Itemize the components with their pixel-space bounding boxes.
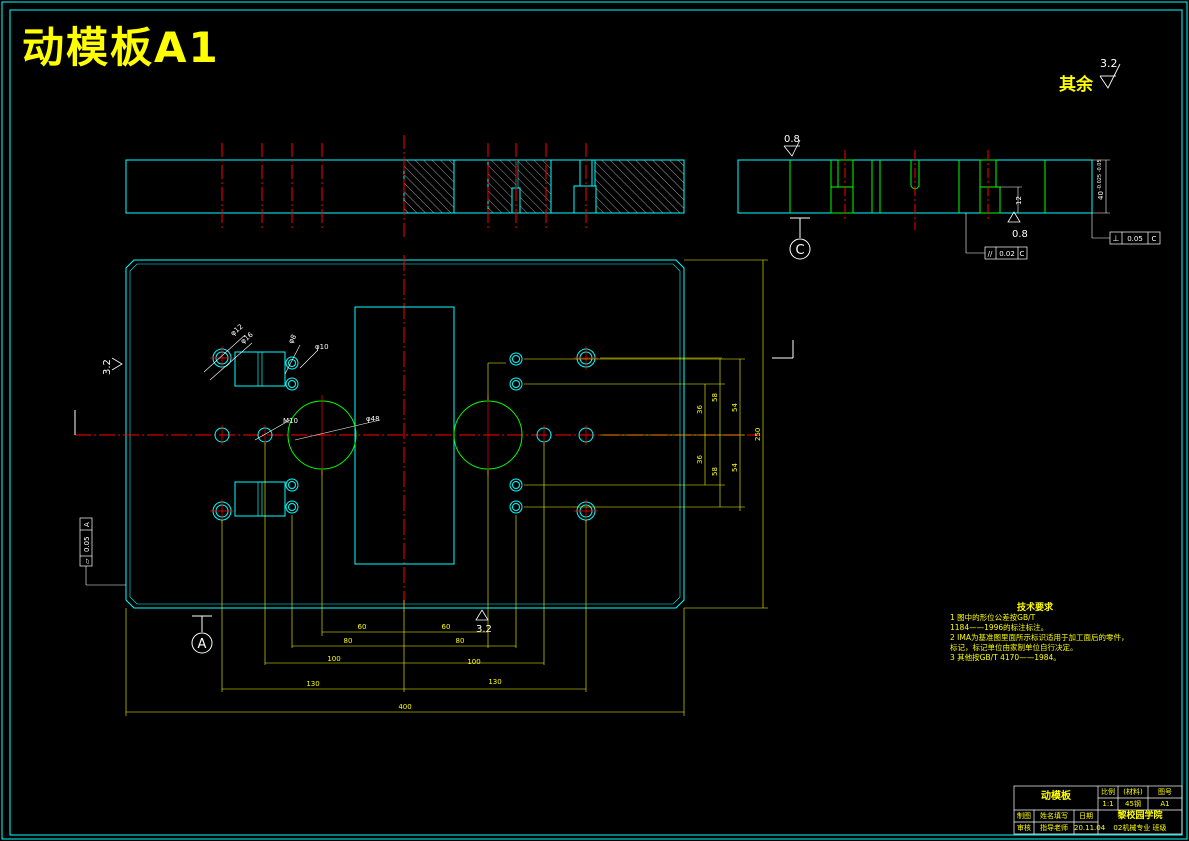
dim-36b: 36: [696, 455, 704, 464]
scale-value: 1:1: [1102, 800, 1114, 808]
dim-d10: φ10: [315, 343, 329, 351]
perp-datum: C: [1152, 235, 1157, 243]
dim-58b: 58: [711, 467, 719, 476]
part-name: 动模板: [1041, 791, 1071, 802]
flat-symbol: ⏥: [83, 558, 91, 564]
date-label: 日期: [1079, 812, 1093, 820]
dim-100r: 100: [467, 658, 480, 666]
tech-line-1: 1 图中的形位公差按GB/T: [950, 613, 1036, 622]
parallel-value: 0.02: [999, 250, 1015, 258]
tech-line-2: 1184——1996的标注标注。: [950, 623, 1049, 632]
roughness-note-value: 3.2: [1100, 57, 1118, 70]
side-slot-depth: 12: [1015, 196, 1023, 205]
roughness-slot: 0.8: [1012, 229, 1028, 240]
parallel-datum: C: [1020, 250, 1025, 258]
dim-d8: φ8: [287, 333, 298, 345]
datum-a: A: [198, 637, 207, 652]
tech-line-4: 标记，标记单位由家制单位自行决定。: [950, 643, 1078, 652]
dim-400: 400: [398, 703, 411, 711]
dim-d48: φ48: [366, 415, 380, 423]
dim-m10: M10: [283, 417, 298, 425]
dim-60r: 60: [442, 623, 451, 631]
dim-60l: 60: [358, 623, 367, 631]
dim-100l: 100: [327, 655, 340, 663]
dim-d12: φ12: [229, 323, 245, 338]
section-view: [125, 135, 685, 240]
dim-80r: 80: [456, 637, 465, 645]
roughness-bottom: 3.2: [476, 624, 492, 635]
drawn-by: 姓名填写: [1040, 812, 1068, 820]
roughness-note: 其余: [1059, 70, 1093, 95]
dim-36a: 36: [696, 405, 704, 414]
dim-130l: 130: [306, 680, 319, 688]
datum-c: C: [795, 243, 804, 258]
material-value: 45钢: [1125, 800, 1141, 808]
side-view: 0.8 C 40 -0.025 -0.05 12 0.8 // 0.02 C: [737, 134, 1161, 260]
side-tolerance: -0.025 -0.05: [1097, 159, 1103, 190]
dim-130r: 130: [488, 678, 501, 686]
scale-label: 比例: [1101, 788, 1115, 796]
title-block: [1013, 785, 1183, 835]
tech-line-3: 2 IMA为基准图里面所示标识适用于加工面后的零件，: [950, 633, 1129, 642]
side-thickness: 40: [1097, 191, 1105, 200]
inner-border: [9, 9, 1183, 836]
material-label: (材料): [1123, 788, 1143, 796]
dim-250: 250: [754, 428, 762, 441]
roughness-face: 0.8: [784, 134, 800, 145]
dim-58a: 58: [711, 393, 719, 402]
plan-view: φ12 φ16 φ8 φ10 M10 φ48 3.2 3.2 A A 0.05 …: [74, 255, 794, 716]
perp-value: 0.05: [1127, 235, 1143, 243]
drawing-no-value: A1: [1160, 800, 1170, 808]
roughness-note-label: 其余: [1059, 75, 1093, 95]
drawing-no-label: 图号: [1158, 788, 1172, 796]
drawn-label: 制图: [1017, 812, 1031, 820]
technical-requirements: 技术要求 1 图中的形位公差按GB/T 1184——1996的标注标注。 2 I…: [950, 603, 1160, 663]
school-name: 黎校园学院: [1117, 811, 1163, 821]
roughness-edge: 3.2: [102, 359, 113, 375]
major-class: 02机械专业 班级: [1113, 824, 1167, 832]
perp-symbol: ⊥: [1113, 234, 1120, 243]
drawing-title: 动模板A1: [22, 23, 220, 72]
flat-value: 0.05: [83, 536, 91, 552]
dim-80l: 80: [344, 637, 353, 645]
dim-d16: φ16: [239, 330, 255, 345]
check-label: 审核: [1017, 824, 1031, 832]
tech-line-5: 3 其他按GB/T 4170——1984。: [950, 653, 1061, 662]
date-value: 20.11.04: [1074, 824, 1106, 832]
parallel-symbol: //: [988, 250, 993, 258]
checked-by: 指导老师: [1040, 824, 1068, 832]
dim-54b: 54: [731, 463, 739, 472]
tech-heading: 技术要求: [1016, 603, 1053, 613]
dim-54a: 54: [731, 403, 739, 412]
flat-datum: A: [83, 522, 91, 527]
